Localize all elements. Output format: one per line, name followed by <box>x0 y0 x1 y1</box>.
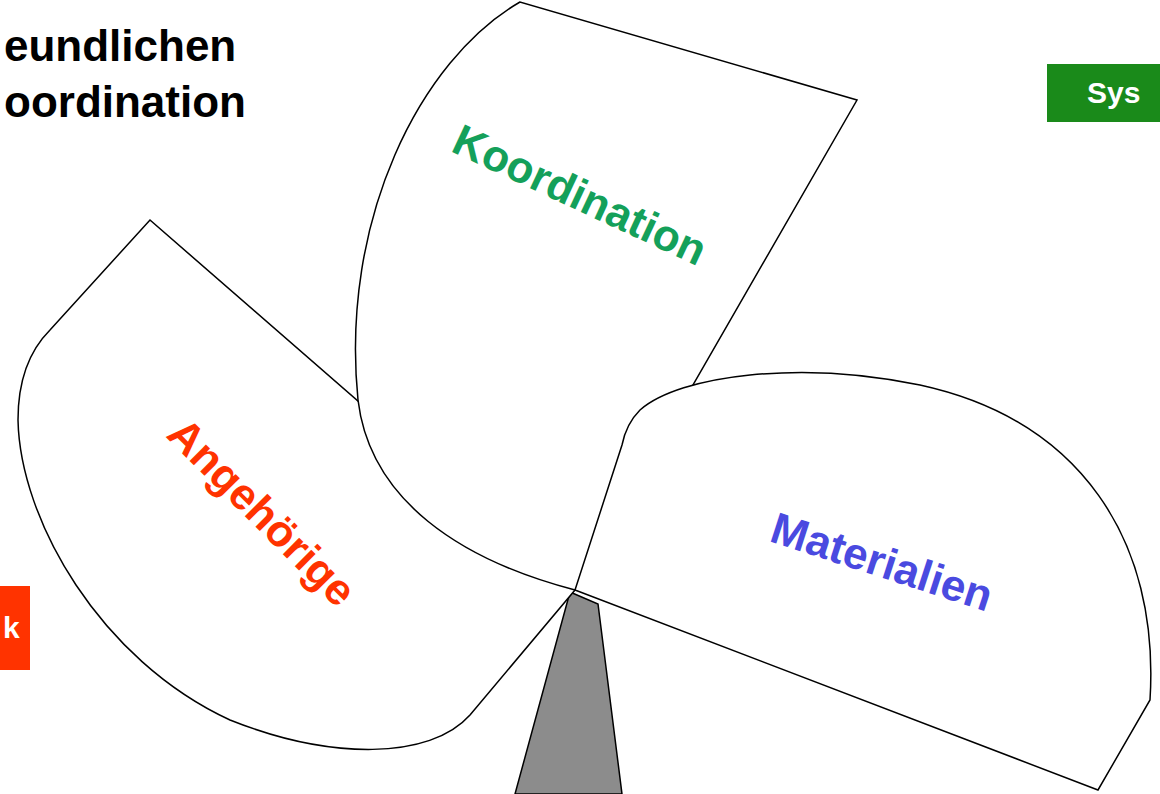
slide-title: eundlichen oordination <box>4 18 294 130</box>
topic-tab: Sys <box>1047 64 1160 122</box>
tab-label: Sys <box>1087 78 1140 108</box>
propeller-blade: Materialien <box>573 360 1160 794</box>
blade-shape <box>575 373 1151 790</box>
tab-label: k <box>3 613 20 643</box>
topic-tab: k <box>0 586 30 670</box>
blade-shape <box>18 220 575 749</box>
